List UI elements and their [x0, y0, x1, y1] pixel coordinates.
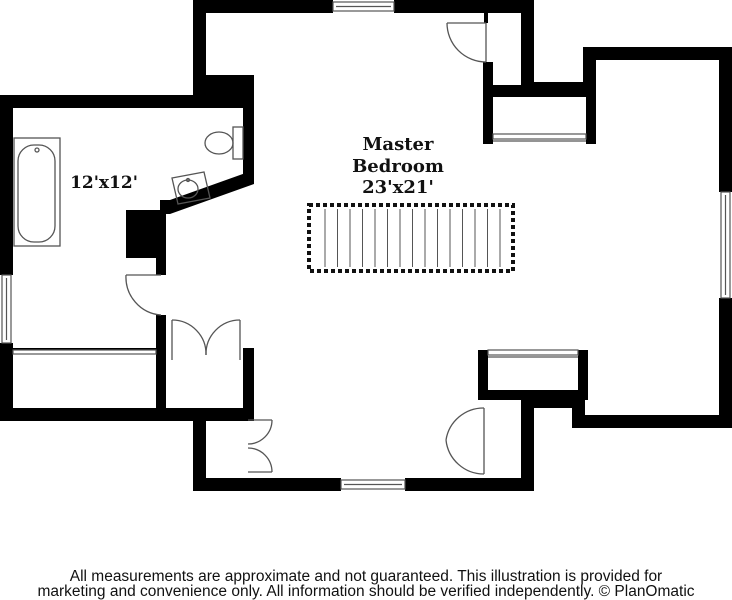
master-bedroom-size: 23'x21' [362, 177, 434, 198]
disclaimer-line1: All measurements are approximate and not… [69, 568, 663, 585]
door-swings [125, 22, 487, 475]
bathtub [13, 137, 61, 247]
bath-size: 12'x12' [70, 173, 138, 193]
exterior-walls [0, 0, 732, 491]
closet-top-right [483, 13, 596, 144]
disclaimer-line2: marketing and convenience only. All info… [37, 583, 695, 600]
sliding-doors [12, 133, 587, 358]
master-bedroom-title-line1: Master [363, 134, 434, 155]
staircase [307, 203, 515, 273]
toilet [204, 126, 244, 160]
sink [171, 171, 211, 205]
master-bedroom-title-line2: Bedroom [352, 156, 444, 177]
windows [1, 1, 731, 490]
closet-bottom-right [478, 350, 588, 400]
